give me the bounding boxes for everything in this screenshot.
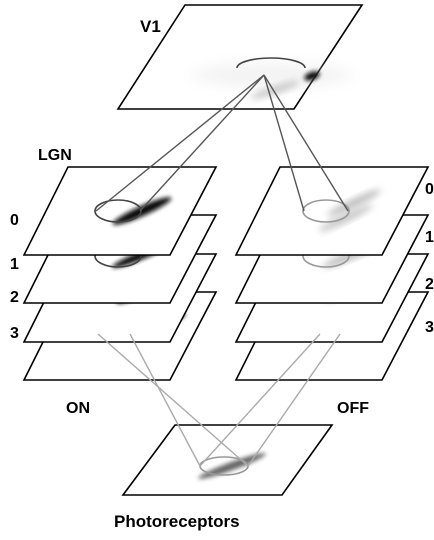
off-layer-2-label: 2 bbox=[425, 276, 434, 293]
off-layer-0-label: 0 bbox=[425, 181, 434, 198]
v1-plane bbox=[116, 4, 364, 110]
off-label: OFF bbox=[337, 400, 369, 417]
lgn-to-photoreceptor-projections bbox=[97, 333, 341, 467]
v1-to-lgn-projections bbox=[95, 74, 349, 212]
off-layer-0 bbox=[234, 166, 430, 256]
on-layer-2-label: 2 bbox=[10, 289, 19, 306]
lgn-label: LGN bbox=[38, 147, 72, 164]
on-layer-0-label: 0 bbox=[10, 212, 19, 229]
on-layer-3-label: 3 bbox=[10, 325, 19, 342]
photoreceptors-label: Photoreceptors bbox=[114, 512, 240, 531]
v1-activity-blob bbox=[304, 71, 320, 81]
off-layer-1-label: 1 bbox=[425, 229, 434, 246]
on-layer-0 bbox=[22, 166, 218, 256]
on-layer-1-label: 1 bbox=[10, 256, 19, 273]
on-label: ON bbox=[66, 400, 90, 417]
off-layer-3-label: 3 bbox=[425, 319, 434, 336]
v1-receptive-field bbox=[236, 57, 306, 69]
photoreceptors-plane bbox=[121, 424, 334, 496]
v1-label: V1 bbox=[140, 17, 161, 36]
